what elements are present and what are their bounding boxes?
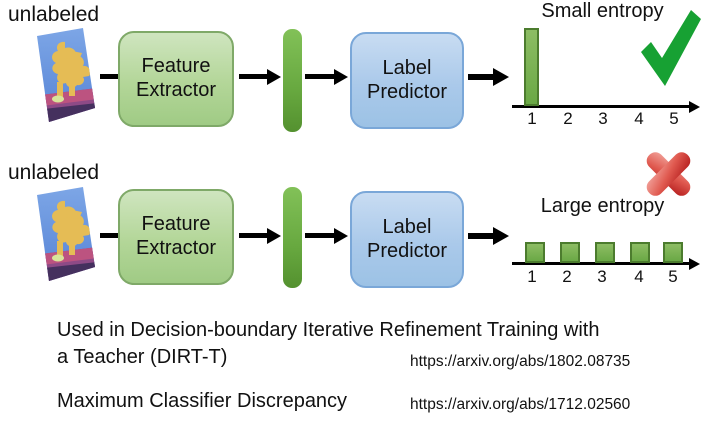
- histogram-bar: [525, 242, 545, 263]
- label-predictor-label: Label Predictor: [366, 56, 448, 103]
- axis-tick-label: 1: [527, 267, 537, 286]
- dirt-t-note-line1: Used in Decision-boundary Iterative Refi…: [57, 319, 600, 341]
- feature-vector-bar: [283, 187, 302, 288]
- feature-extractor-box: Feature Extractor: [118, 189, 234, 285]
- entropy-title: Large entropy: [540, 195, 665, 217]
- dirt-t-note-line2: a Teacher (DIRT-T): [57, 346, 228, 368]
- axis-tick-label: 5: [668, 267, 678, 286]
- histogram-axis: [512, 262, 690, 265]
- axis-tick-label: 2: [563, 109, 573, 128]
- entropy-title: Small entropy: [541, 0, 664, 22]
- arrow-icon: [239, 74, 268, 79]
- histogram-bar: [524, 28, 539, 106]
- unlabeled-label: unlabeled: [8, 161, 100, 184]
- feature-vector-bar: [283, 29, 302, 132]
- histogram-bar: [663, 242, 683, 263]
- label-predictor-box: Label Predictor: [350, 32, 464, 129]
- histogram-bar: [560, 242, 580, 263]
- label-predictor-box: Label Predictor: [350, 191, 464, 288]
- histogram-bar: [595, 242, 615, 263]
- unlabeled-image-icon: [37, 28, 95, 122]
- arrow-icon: [468, 74, 494, 80]
- cross-icon: [646, 152, 691, 196]
- histogram-axis: [512, 105, 690, 108]
- mcd-arxiv-url: https://arxiv.org/abs/1712.02560: [410, 396, 631, 413]
- axis-tick-label: 4: [634, 267, 644, 286]
- label-predictor-label: Label Predictor: [366, 215, 448, 262]
- axis-tick-label: 4: [634, 109, 644, 128]
- unlabeled-label: unlabeled: [8, 3, 100, 26]
- arrow-icon: [239, 233, 268, 238]
- axis-tick-label: 2: [562, 267, 572, 286]
- arrow-icon: [468, 233, 494, 239]
- mcd-note: Maximum Classifier Discrepancy: [57, 390, 348, 412]
- unlabeled-image-icon: [37, 187, 95, 281]
- dirt-t-arxiv-url: https://arxiv.org/abs/1802.08735: [410, 353, 631, 370]
- axis-tick-label: 3: [597, 267, 607, 286]
- feature-extractor-label: Feature Extractor: [135, 55, 217, 101]
- checkmark-icon: [641, 10, 701, 86]
- arrow-icon: [305, 74, 335, 79]
- feature-extractor-label: Feature Extractor: [135, 213, 217, 259]
- axis-tick-label: 1: [527, 109, 537, 128]
- axis-tick-label: 5: [669, 109, 679, 128]
- dirt-t-note: Used in Decision-boundary Iterative Refi…: [57, 317, 697, 371]
- arrow-icon: [305, 233, 335, 238]
- feature-extractor-box: Feature Extractor: [118, 31, 234, 127]
- histogram-bar: [630, 242, 650, 263]
- axis-tick-label: 3: [598, 109, 608, 128]
